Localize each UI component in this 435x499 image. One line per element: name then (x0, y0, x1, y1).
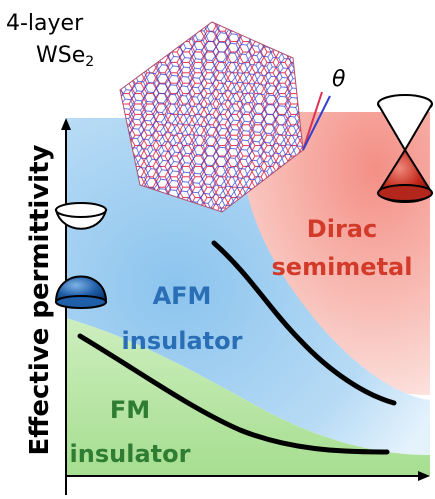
twist-angle-symbol: θ (332, 67, 346, 92)
dirac-phase-label: Dirac (307, 215, 377, 243)
afm-dirac-boundary (211, 240, 397, 406)
y-axis-label: Effective permittivity (25, 144, 55, 455)
red-region (210, 112, 430, 395)
gapped-band-icon (54, 202, 108, 309)
fm-phase-label: FM (110, 396, 150, 424)
dirac-cone-icon (376, 94, 434, 203)
material-layers-label: 4-layer (6, 11, 84, 36)
dirac-phase-sublabel: semimetal (272, 253, 413, 281)
afm-phase-label: AFM (153, 282, 212, 310)
green-region (66, 318, 430, 476)
material-name-label: WSe2 (36, 43, 94, 70)
afm-phase-sublabel: insulator (122, 327, 243, 355)
fm-phase-sublabel: insulator (70, 440, 191, 468)
blue-region (66, 118, 430, 455)
fm-afm-boundary (77, 333, 390, 455)
